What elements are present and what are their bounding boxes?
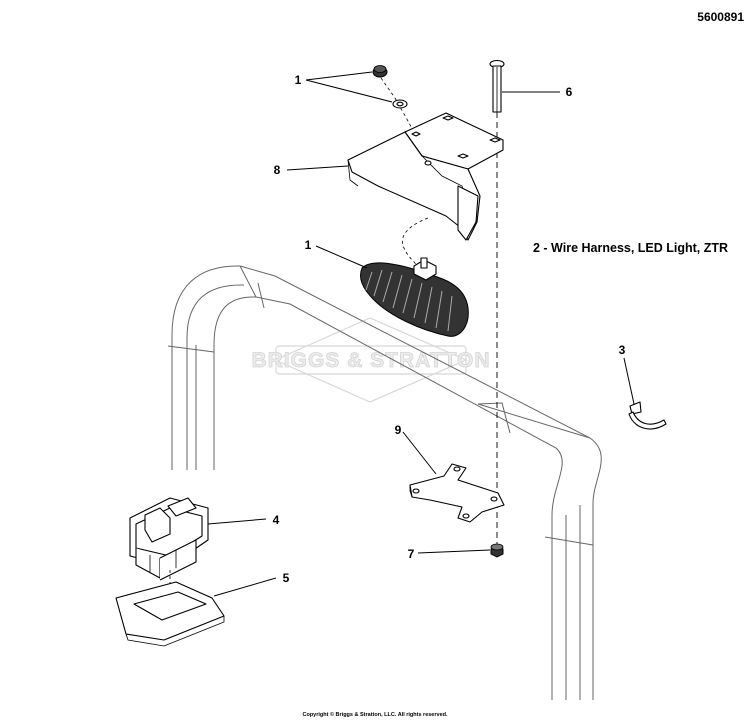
callout-6: 6 [566,85,573,99]
light-bracket [347,112,504,241]
callout-9: 9 [395,423,402,437]
switch-bezel [115,581,225,647]
callout-5: 5 [283,571,290,585]
rocker-switch [129,497,209,581]
watermark-text: BRIGGS & STRATTON [251,349,490,372]
led-work-light [360,257,469,337]
rops-frame [167,265,602,700]
mounting-plate [409,463,505,523]
cable-clip [628,401,667,430]
callout-1-lower: 1 [305,238,312,252]
lock-nut [490,543,504,558]
diagram-part-number: 5600891 [697,10,744,24]
callout-4: 4 [273,513,280,527]
leader-lines [207,71,635,597]
callout-1-upper: 1 [295,73,302,87]
wire-dashed-path [402,217,429,269]
wire-harness-note: 2 - Wire Harness, LED Light, ZTR [533,241,728,255]
flange-nut [372,65,388,78]
hardware-alignment-line [380,77,429,159]
copyright-footer: Copyright © Briggs & Stratton, LLC. All … [302,711,448,718]
callout-3: 3 [619,343,626,357]
washer [392,99,408,109]
watermark-logo: BRIGGS & STRATTON [251,317,490,403]
callout-8: 8 [274,163,281,177]
callout-7: 7 [408,547,415,561]
carriage-bolt [489,59,505,113]
